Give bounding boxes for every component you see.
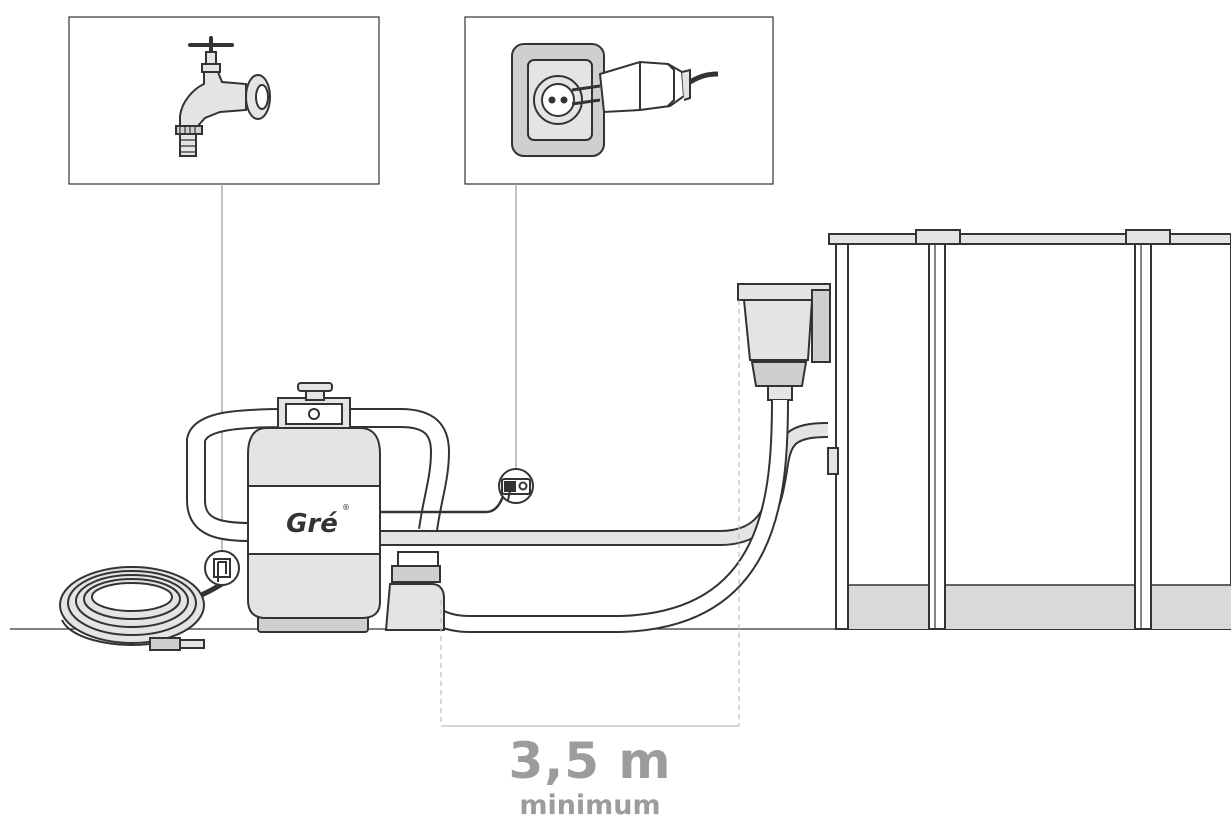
pump-loop-hose [186,408,451,542]
brand-logo: Gré ® [286,503,350,539]
water-tap-callout [68,16,380,552]
schuko-plug-socket-icon [511,43,719,157]
distance-note: minimum [519,790,661,821]
power-socket-callout [464,16,774,470]
registered-mark: ® [342,503,350,512]
pump-outlet-fitting [384,551,445,631]
power-connector-icon [498,468,534,504]
brand-logo-text: Gré [286,509,338,539]
above-ground-pool [827,229,1231,630]
water-inlet-icon [204,550,240,586]
distance-dimension [440,300,740,727]
skimmer [737,283,831,401]
garden-hose-coil [59,566,205,651]
water-tap-icon [175,36,271,157]
distance-value: 3,5 m [508,732,672,790]
filter-pump [247,382,381,633]
